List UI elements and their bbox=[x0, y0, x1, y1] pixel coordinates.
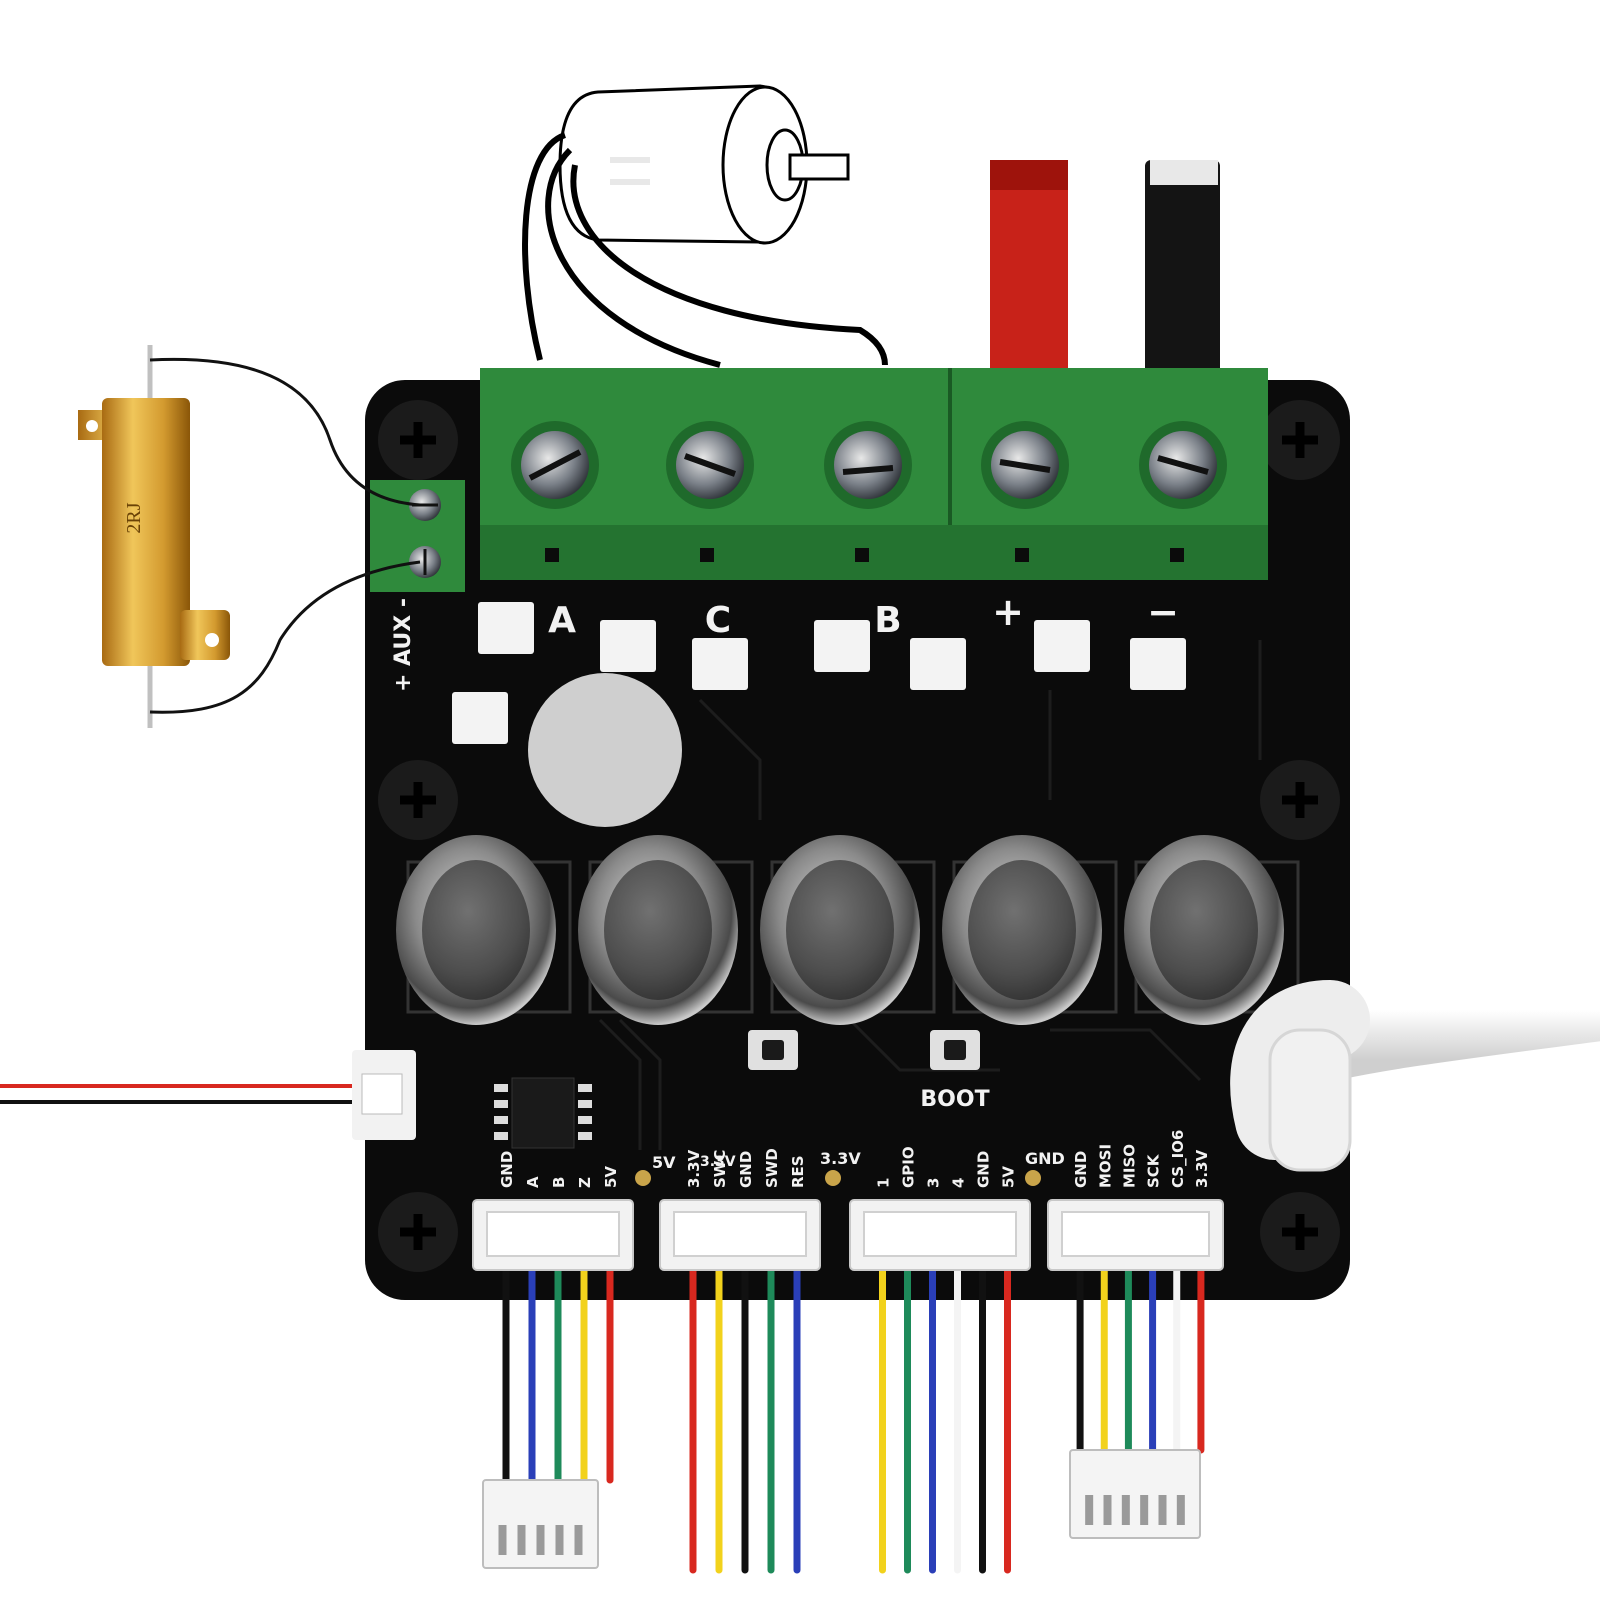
terminal-screw-c bbox=[666, 421, 754, 509]
supply-label-minus: − bbox=[1147, 590, 1179, 634]
pin-label: SCK bbox=[1145, 1153, 1163, 1188]
pad-label-gnd: GND bbox=[1025, 1149, 1065, 1168]
motor-sketch bbox=[558, 84, 850, 245]
supply-label-plus: + bbox=[992, 590, 1024, 634]
pin-label: SWD bbox=[763, 1148, 781, 1188]
pin-label: MISO bbox=[1120, 1144, 1138, 1188]
capacitor bbox=[760, 835, 936, 1025]
pin-label: GPIO bbox=[900, 1146, 918, 1188]
power-pads bbox=[452, 602, 1186, 744]
test-pads bbox=[635, 1170, 1041, 1186]
pin-label: B bbox=[550, 1177, 568, 1188]
boot-label: BOOT bbox=[920, 1087, 989, 1112]
aux-label: + AUX - bbox=[391, 598, 416, 692]
phase-label-c: C bbox=[705, 600, 731, 641]
plug-pin bbox=[536, 1525, 545, 1555]
terminal-screw-plus bbox=[981, 421, 1069, 509]
header-socket bbox=[673, 1211, 807, 1257]
capacitor bbox=[396, 835, 572, 1025]
capacitor bbox=[578, 835, 754, 1025]
header-socket bbox=[486, 1211, 620, 1257]
resistor-marking: 2RJ bbox=[123, 502, 145, 533]
capacitor bbox=[942, 835, 1118, 1025]
pin-label: 3.3V bbox=[685, 1149, 703, 1188]
phase-label-b: B bbox=[874, 600, 901, 641]
terminal-screw-minus bbox=[1139, 421, 1227, 509]
pin-label: 3 bbox=[925, 1178, 943, 1188]
pad-label-3v3-a: 3.3V bbox=[820, 1149, 861, 1168]
pin-label: MOSI bbox=[1096, 1144, 1114, 1188]
pin-label: CS_IO6 bbox=[1169, 1130, 1187, 1188]
plug-pin bbox=[517, 1525, 526, 1555]
terminal-screws bbox=[511, 421, 1227, 509]
plug-pin bbox=[1103, 1495, 1112, 1525]
plug-pin bbox=[574, 1525, 583, 1555]
mounting-hole bbox=[1260, 1192, 1340, 1272]
mounting-hole bbox=[1260, 760, 1340, 840]
pin-label: SWC bbox=[711, 1150, 729, 1188]
ntc-cable bbox=[0, 1050, 416, 1140]
terminal-screw-b bbox=[824, 421, 912, 509]
pad-label-5v: 5V bbox=[652, 1153, 676, 1172]
brake-resistor: 2RJ bbox=[78, 345, 421, 728]
mounting-hole bbox=[378, 400, 458, 480]
pin-label: 5V bbox=[602, 1166, 620, 1188]
plug-pin bbox=[555, 1525, 564, 1555]
pin-label: A bbox=[524, 1176, 542, 1188]
mounting-hole bbox=[1260, 400, 1340, 480]
capacitor bbox=[1124, 835, 1300, 1025]
plug-pin bbox=[1140, 1495, 1149, 1525]
header-socket bbox=[863, 1211, 1017, 1257]
pin-label: Z bbox=[576, 1177, 594, 1188]
plug-pin bbox=[1158, 1495, 1167, 1525]
plug-pin bbox=[1176, 1495, 1185, 1525]
plug-pin bbox=[498, 1525, 507, 1555]
blank-sticker bbox=[528, 673, 682, 827]
mounting-hole bbox=[378, 760, 458, 840]
loose-plug bbox=[482, 1479, 599, 1569]
terminal-screw-a bbox=[511, 421, 599, 509]
mounting-hole bbox=[378, 1192, 458, 1272]
pin-label: 5V bbox=[1000, 1166, 1018, 1188]
plug-pin bbox=[1121, 1495, 1130, 1525]
pin-label: GND bbox=[1072, 1151, 1090, 1188]
reset-button[interactable] bbox=[748, 1030, 798, 1070]
encoder-ic bbox=[494, 1077, 592, 1149]
power-leads bbox=[955, 130, 1220, 385]
pin-label: RES bbox=[789, 1155, 807, 1188]
usb-cable bbox=[1230, 979, 1600, 1172]
header-socket bbox=[1061, 1211, 1210, 1257]
pin-label: GND bbox=[498, 1151, 516, 1188]
boot-button[interactable] bbox=[930, 1030, 980, 1070]
capacitors bbox=[396, 835, 1300, 1025]
pin-label: 3.3V bbox=[1193, 1149, 1211, 1188]
plug-pin bbox=[1085, 1495, 1094, 1525]
mounting-holes bbox=[378, 400, 1340, 1272]
motor-wires bbox=[522, 132, 888, 368]
pin-label: 4 bbox=[950, 1178, 968, 1188]
pin-header-4: GND MOSI MISO SCK CS_IO6 3.3V bbox=[1047, 1130, 1224, 1539]
phase-label-a: A bbox=[548, 600, 576, 641]
pad-label-3v3-b: 3.3V bbox=[700, 1154, 736, 1170]
pin-label: 1 bbox=[875, 1178, 893, 1188]
pin-label: GND bbox=[975, 1151, 993, 1188]
pin-label: GND bbox=[737, 1151, 755, 1188]
loose-plug bbox=[1069, 1449, 1201, 1539]
